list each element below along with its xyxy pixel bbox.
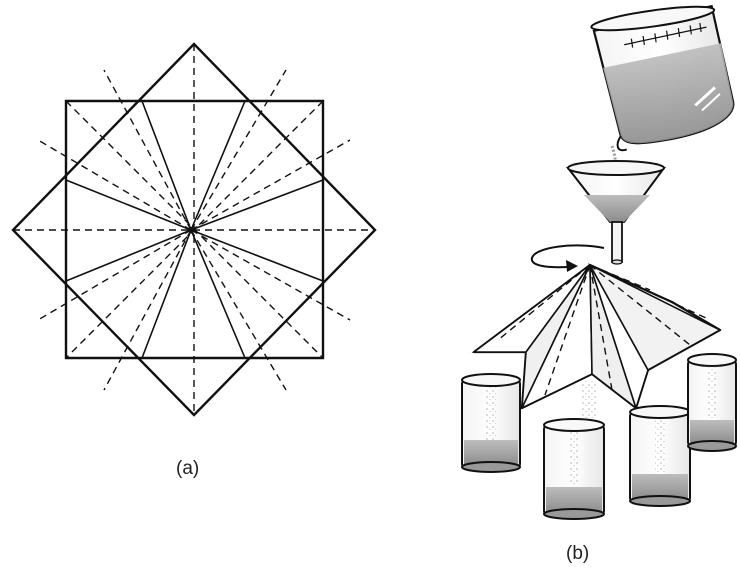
panel-a-caption: (a) (176, 458, 200, 479)
pouring-stream (610, 145, 618, 171)
folding-pattern-diagram (11, 42, 377, 417)
collection-beaker (687, 353, 737, 452)
collection-beaker (543, 418, 605, 520)
fluted-filter-paper (471, 263, 722, 420)
solid-creases (65, 100, 324, 359)
outer-diamond (11, 42, 377, 417)
funnel (565, 160, 666, 265)
collection-beaker (629, 405, 691, 507)
pouring-beaker (590, 4, 735, 152)
rotation-arrow (530, 244, 605, 272)
filtration-illustration (461, 4, 737, 520)
center-point (188, 227, 194, 233)
dashed-creases (13, 44, 375, 415)
panel-b-caption: (b) (566, 543, 590, 564)
collection-beaker (461, 373, 521, 473)
